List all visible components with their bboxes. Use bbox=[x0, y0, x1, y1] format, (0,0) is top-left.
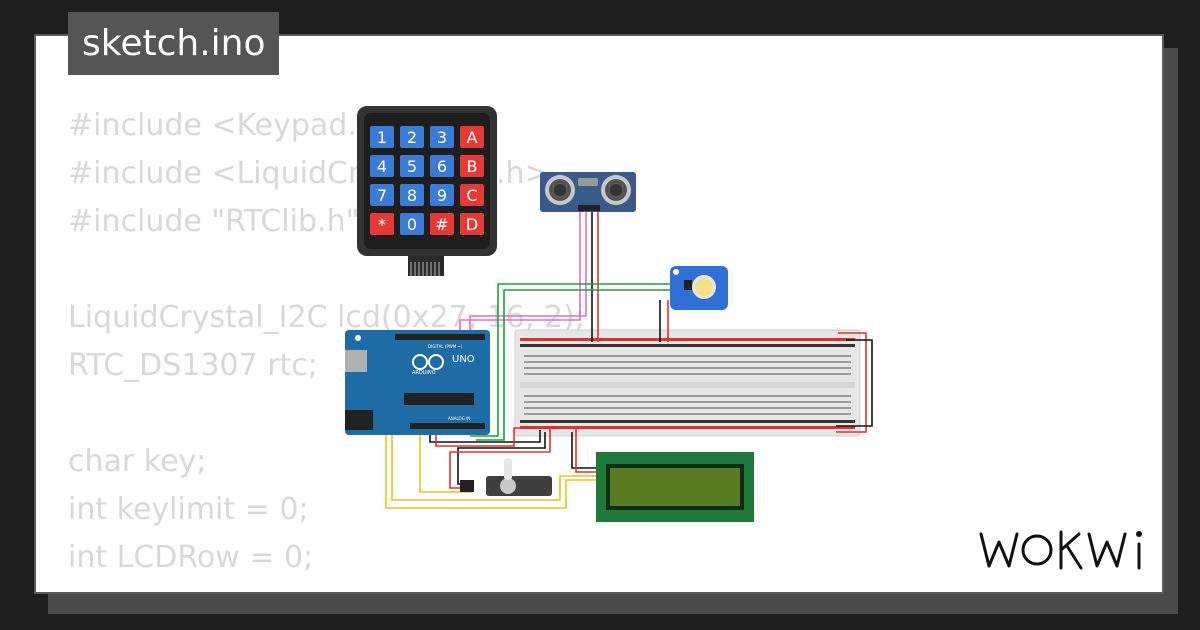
keypad-key[interactable]: 5 bbox=[400, 155, 424, 177]
rtc-module bbox=[670, 266, 728, 310]
keypad-key[interactable]: 7 bbox=[370, 184, 394, 206]
keypad-key[interactable]: D bbox=[460, 213, 484, 235]
keypad-key[interactable]: 0 bbox=[400, 213, 424, 235]
code-line: #include "RTClib.h" bbox=[68, 204, 360, 239]
keypad-key[interactable]: # bbox=[430, 213, 454, 235]
keypad-key[interactable]: 8 bbox=[400, 184, 424, 206]
svg-text:B: B bbox=[467, 157, 478, 176]
keypad-key[interactable]: C bbox=[460, 184, 484, 206]
keypad: 1 2 3 A 4 5 6 B 7 8 9 C * 0 # D bbox=[357, 106, 497, 276]
ultrasonic-sensor bbox=[540, 172, 636, 212]
svg-text:DIGITAL (PWM ~): DIGITAL (PWM ~) bbox=[428, 344, 463, 349]
keypad-key[interactable]: 1 bbox=[370, 126, 394, 148]
svg-text:D: D bbox=[466, 215, 478, 234]
svg-text:*: * bbox=[378, 215, 386, 234]
keypad-key[interactable]: A bbox=[460, 126, 484, 148]
breadboard bbox=[514, 329, 861, 437]
svg-text:#: # bbox=[435, 215, 448, 234]
code-line: RTC_DS1307 rtc; bbox=[68, 348, 318, 383]
svg-text:0: 0 bbox=[407, 215, 417, 234]
keypad-key[interactable]: 2 bbox=[400, 126, 424, 148]
keypad-key[interactable]: 3 bbox=[430, 126, 454, 148]
keypad-key[interactable]: 6 bbox=[430, 155, 454, 177]
svg-text:C: C bbox=[466, 186, 477, 205]
keypad-key[interactable]: 9 bbox=[430, 184, 454, 206]
arduino-uno: UNO ARDUINO DIGITAL (PWM ~) ANALOG IN bbox=[345, 330, 490, 435]
svg-text:ARDUINO: ARDUINO bbox=[412, 370, 436, 376]
svg-text:1: 1 bbox=[377, 128, 387, 147]
svg-text:9: 9 bbox=[437, 186, 447, 205]
code-line: int keylimit = 0; bbox=[68, 492, 309, 527]
svg-text:4: 4 bbox=[377, 157, 387, 176]
svg-text:6: 6 bbox=[437, 157, 447, 176]
keypad-key[interactable]: B bbox=[460, 155, 484, 177]
svg-text:5: 5 bbox=[407, 157, 417, 176]
lcd-display bbox=[596, 452, 754, 522]
svg-text:8: 8 bbox=[407, 186, 417, 205]
svg-text:ANALOG IN: ANALOG IN bbox=[448, 416, 470, 421]
servo-motor bbox=[460, 458, 552, 496]
svg-text:7: 7 bbox=[377, 186, 387, 205]
keypad-key[interactable]: * bbox=[370, 213, 394, 235]
code-line: LiquidCrystal_I2C lcd(0x27, 16, 2); bbox=[68, 300, 585, 335]
svg-text:UNO: UNO bbox=[452, 354, 475, 365]
svg-text:A: A bbox=[467, 128, 478, 147]
filename-tab: sketch.ino bbox=[68, 12, 280, 75]
code-line: char key; bbox=[68, 444, 207, 479]
code-line: int LCDRow = 0; bbox=[68, 540, 314, 575]
keypad-key[interactable]: 4 bbox=[370, 155, 394, 177]
svg-text:2: 2 bbox=[407, 128, 417, 147]
wokwi-logo-icon bbox=[979, 530, 1142, 570]
svg-text:3: 3 bbox=[437, 128, 447, 147]
